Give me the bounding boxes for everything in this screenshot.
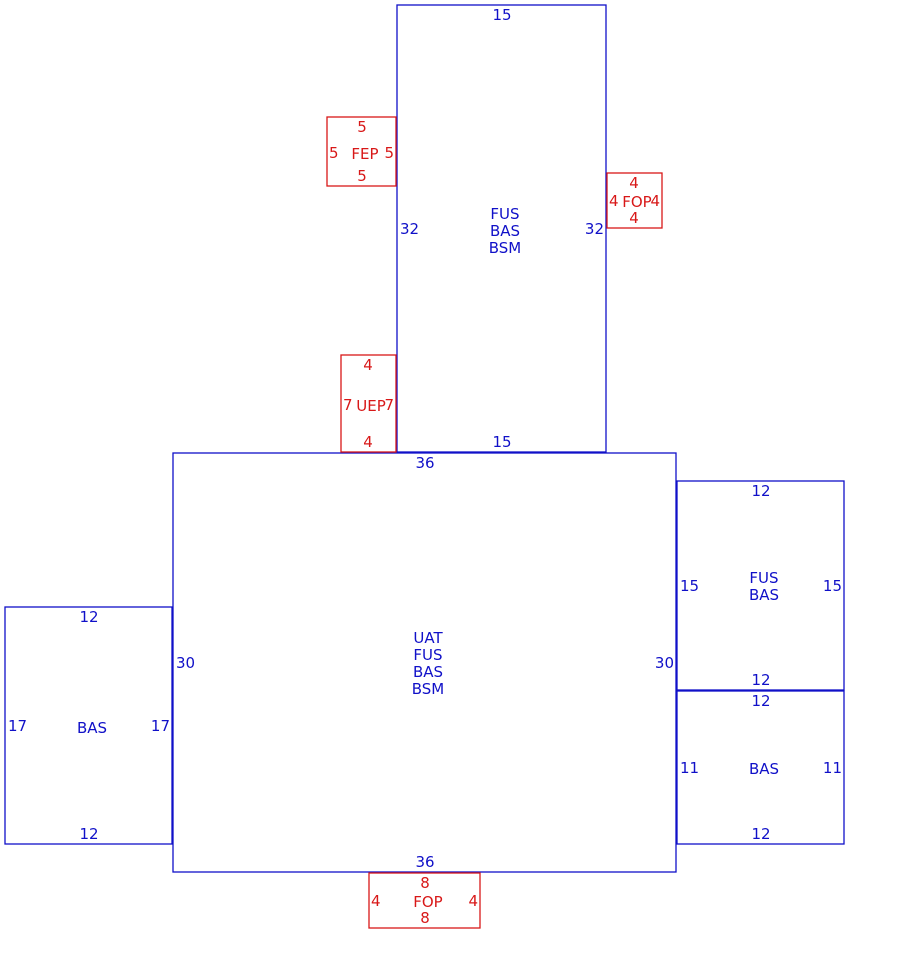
fep-dim-top: 5 [357,118,367,136]
fep-label: FEP [351,145,378,163]
upper-dim-top: 15 [492,6,511,24]
left-dim-right: 17 [151,717,170,735]
fep-dim-left: 5 [329,144,339,162]
fop-right-dim-top: 4 [629,174,639,192]
right-upper-label-1: FUS [749,569,778,587]
upper-label-1: FUS [490,205,519,223]
main-dim-bottom: 36 [415,853,434,871]
main-label-1: UAT [413,629,443,647]
uep-dim-bottom: 4 [363,433,373,451]
fop-bottom-dim-top: 8 [420,874,430,892]
left-dim-left: 17 [8,717,27,735]
fep-dim-right: 5 [384,144,394,162]
right-lower-section-outline [676,690,845,845]
uep-label: UEP [356,397,386,415]
main-section-outline [172,452,677,873]
fop-bottom-dim-left: 4 [371,892,381,910]
upper-dim-right: 32 [585,220,604,238]
main-dim-top: 36 [415,454,434,472]
upper-section-outline [396,4,607,453]
fop-right-porch-outline [606,172,663,229]
right-lower-dim-right: 11 [823,759,842,777]
main-dim-left: 30 [176,654,195,672]
fep-porch-outline [326,116,397,187]
upper-label-3: BSM [489,239,522,257]
left-dim-top: 12 [79,608,98,626]
upper-label-2: BAS [490,222,520,240]
right-lower-dim-left: 11 [680,759,699,777]
fop-right-label: FOP [622,193,651,211]
fop-bottom-dim-right: 4 [468,892,478,910]
uep-dim-left: 7 [343,396,353,414]
fop-bottom-porch-outline [368,872,481,929]
right-upper-dim-top: 12 [751,482,770,500]
upper-dim-bottom: 15 [492,433,511,451]
left-label: BAS [77,719,107,737]
main-label-2: FUS [413,646,442,664]
left-section-outline [4,606,173,845]
uep-dim-right: 7 [384,396,394,414]
right-lower-label: BAS [749,760,779,778]
fop-right-dim-bottom: 4 [629,209,639,227]
main-dim-right: 30 [655,654,674,672]
fop-bottom-dim-bottom: 8 [420,909,430,927]
uep-dim-top: 4 [363,356,373,374]
fop-bottom-label: FOP [413,893,442,911]
main-label-4: BSM [412,680,445,698]
right-lower-dim-top: 12 [751,692,770,710]
upper-dim-left: 32 [400,220,419,238]
uep-porch-outline [340,354,397,453]
right-lower-dim-bottom: 12 [751,825,770,843]
right-upper-dim-bottom: 12 [751,671,770,689]
main-label-3: BAS [413,663,443,681]
left-dim-bottom: 12 [79,825,98,843]
right-upper-dim-left: 15 [680,577,699,595]
fop-right-dim-left: 4 [609,192,619,210]
right-upper-section-outline [676,480,845,691]
right-upper-dim-right: 15 [823,577,842,595]
fop-right-dim-right: 4 [650,192,660,210]
fep-dim-bottom: 5 [357,167,367,185]
right-upper-label-2: BAS [749,586,779,604]
